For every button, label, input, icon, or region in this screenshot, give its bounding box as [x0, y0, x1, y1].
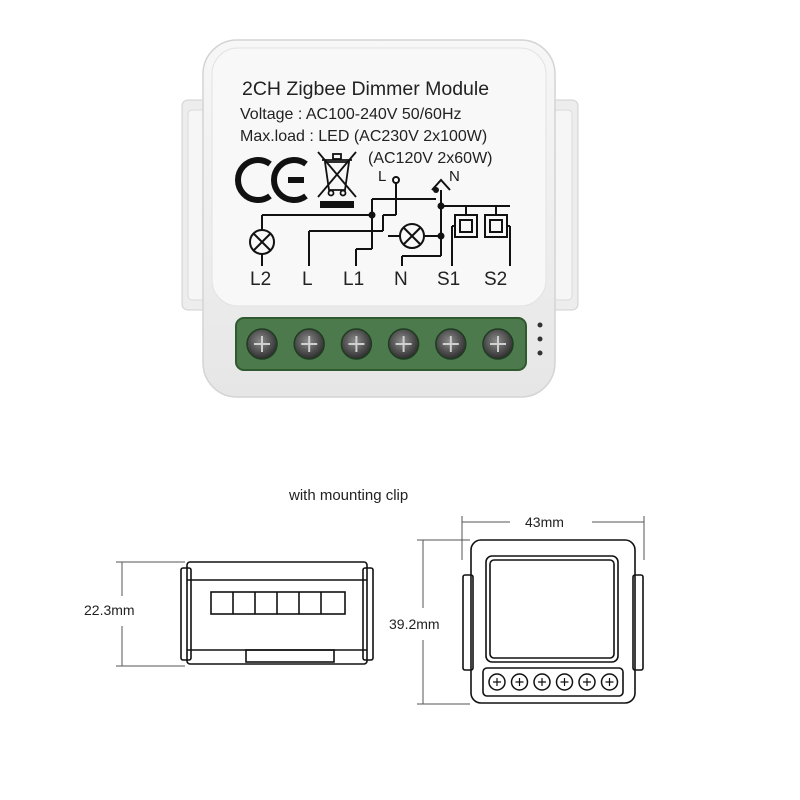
terminal-label-s2: S2 [484, 269, 508, 290]
wiring-label-l: L [378, 168, 387, 185]
indicator-dot [537, 350, 543, 356]
width-dimension-line [461, 516, 645, 560]
depth-dimension: 22.3mm [84, 602, 135, 618]
terminal-screw-s2 [482, 328, 514, 360]
depth-dimension-line [116, 561, 185, 667]
weee-bin-icon [317, 151, 357, 198]
front-screw-slot [515, 678, 524, 686]
terminal-label-l2: L2 [250, 269, 272, 290]
front-terminal-screws [488, 673, 619, 691]
front-screw-n [555, 673, 574, 691]
terminal-label-s1: S1 [437, 269, 461, 290]
indicator-dot [537, 336, 543, 342]
voltage-spec: Voltage : AC100-240V 50/60Hz [240, 106, 462, 123]
max-load-spec: Max.load : LED (AC230V 2x100W) [240, 128, 488, 145]
terminal-label-l1: L1 [343, 269, 365, 290]
front-screw-l2 [488, 673, 506, 691]
front-view-drawing [462, 539, 644, 704]
front-screw-slot [538, 678, 546, 686]
terminal-screw-s1 [435, 328, 467, 360]
terminal-screw-n [387, 328, 420, 360]
front-screw-l [510, 673, 529, 691]
module-title: 2CH Zigbee Dimmer Module [242, 78, 490, 100]
ce-mark-icon [235, 157, 308, 203]
wiring-junctions [368, 187, 445, 240]
wiring-label-n: N [449, 168, 460, 185]
width-dimension: 43mm [525, 514, 564, 530]
mounting-clip-caption: with mounting clip [289, 487, 409, 504]
front-screw-slot [560, 678, 569, 686]
indicator-dot [537, 322, 543, 328]
terminal-screw-l2 [246, 328, 278, 360]
terminal-screw-l1 [340, 328, 373, 360]
side-view-drawing [180, 561, 374, 665]
height-dimension-line [417, 539, 470, 705]
terminal-screw-l [293, 328, 325, 360]
wiring-diagram [249, 176, 511, 266]
terminal-label-l: L [302, 269, 313, 290]
weee-bar [320, 201, 354, 208]
front-screw-s1 [578, 673, 596, 691]
front-screw-slot [605, 678, 614, 686]
terminal-label-n: N [394, 269, 408, 290]
terminal-screws [246, 328, 514, 360]
max-load-spec-120v: (AC120V 2x60W) [368, 150, 493, 167]
front-screw-slot [493, 678, 501, 686]
front-screw-slot [583, 678, 591, 686]
front-screw-l1 [533, 673, 551, 691]
height-dimension: 39.2mm [389, 616, 440, 632]
front-screw-s2 [600, 673, 619, 691]
